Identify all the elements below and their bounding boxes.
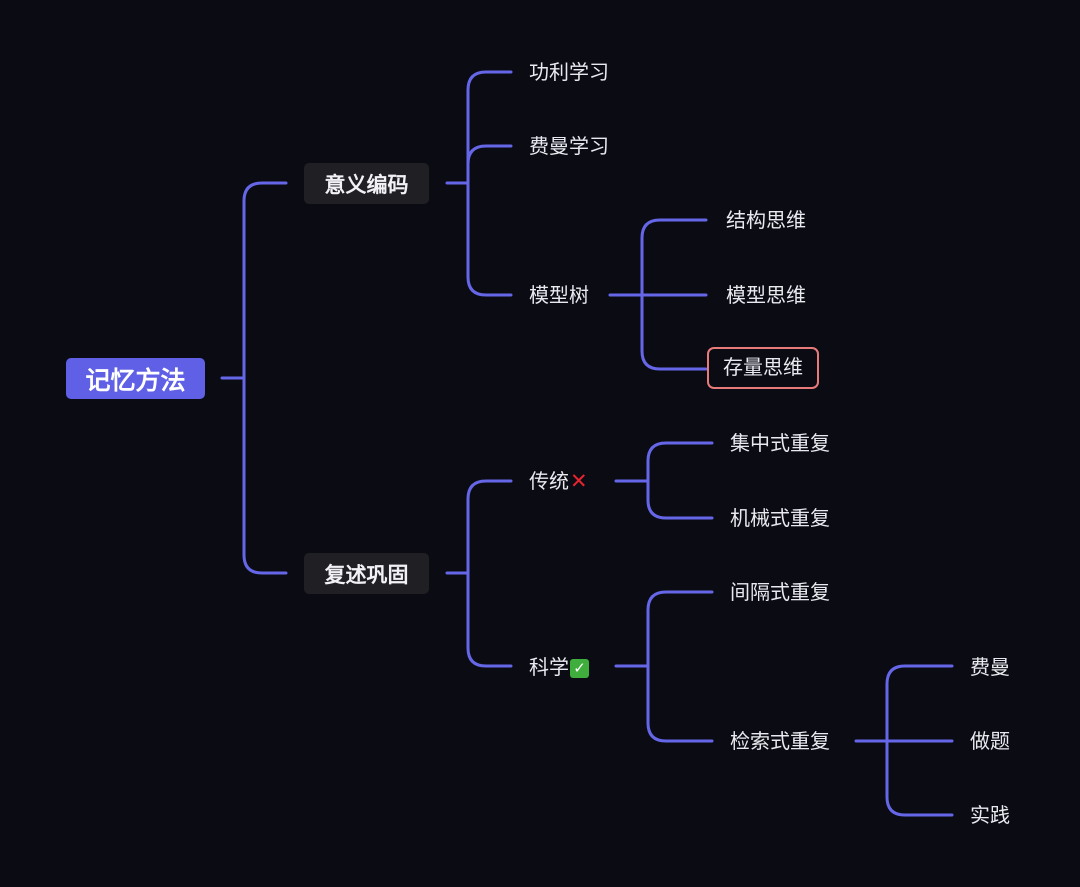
- node-scientific[interactable]: 科学✓: [529, 652, 589, 682]
- node-traditional-label: 传统: [529, 469, 569, 493]
- connector-science: [614, 590, 714, 743]
- connector-root: [220, 181, 288, 575]
- connector-retrieval: [854, 664, 954, 817]
- connector-lines: [220, 70, 954, 817]
- connector-review: [445, 479, 513, 668]
- node-practice[interactable]: 实践: [970, 803, 1010, 827]
- check-mark-icon: ✓: [570, 659, 589, 678]
- branch-node-review-consolidation[interactable]: 复述巩固: [304, 553, 429, 594]
- connector-traditional: [614, 441, 714, 520]
- node-exercises[interactable]: 做题: [970, 729, 1010, 753]
- node-feynman-learning[interactable]: 费曼学习: [529, 134, 609, 158]
- node-mechanical-repetition[interactable]: 机械式重复: [730, 506, 830, 530]
- branch-node-meaning-encoding[interactable]: 意义编码: [304, 163, 429, 204]
- connector-encoding: [445, 70, 513, 297]
- node-structural-thinking[interactable]: 结构思维: [726, 208, 806, 232]
- node-utilitarian-learning[interactable]: 功利学习: [529, 60, 609, 84]
- node-spaced-repetition[interactable]: 间隔式重复: [730, 580, 830, 604]
- node-stock-thinking-highlighted[interactable]: 存量思维: [707, 347, 819, 389]
- node-traditional[interactable]: 传统✕: [529, 466, 588, 496]
- node-scientific-label: 科学: [529, 655, 569, 679]
- cross-mark-icon: ✕: [570, 469, 588, 493]
- node-massed-repetition[interactable]: 集中式重复: [730, 431, 830, 455]
- node-feynman[interactable]: 费曼: [970, 655, 1010, 679]
- connector-model-tree: [608, 218, 708, 371]
- node-model-tree[interactable]: 模型树: [529, 283, 589, 307]
- node-retrieval-repetition[interactable]: 检索式重复: [730, 729, 830, 753]
- root-node[interactable]: 记忆方法: [66, 358, 205, 399]
- node-model-thinking[interactable]: 模型思维: [726, 283, 806, 307]
